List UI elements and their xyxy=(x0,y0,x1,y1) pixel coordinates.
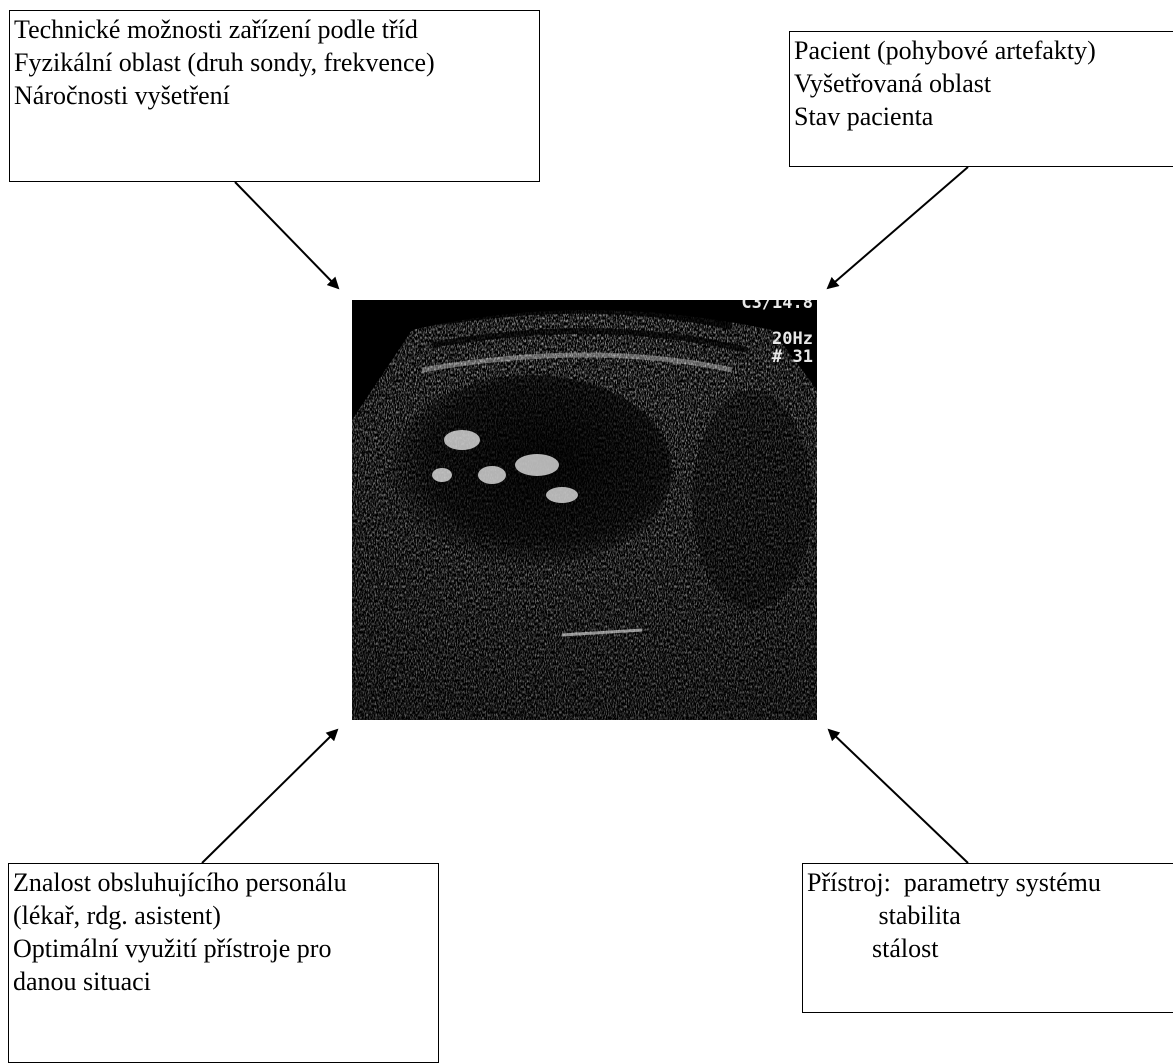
box-staff-knowledge: Znalost obsluhujícího personálu (lékař, … xyxy=(8,863,439,1063)
box-line: Technické možnosti zařízení podle tříd xyxy=(14,13,535,46)
box-line: danou situaci xyxy=(13,965,434,998)
arrow-bottom-left xyxy=(202,730,337,863)
box-line: Vyšetřovaná oblast xyxy=(794,67,1173,100)
box-line: Fyzikální oblast (druh sondy, frekvence) xyxy=(14,46,535,79)
box-line: stálost xyxy=(807,932,1173,965)
ultrasound-scan xyxy=(352,300,817,720)
box-line: Optimální využití přístroje pro xyxy=(13,932,434,965)
box-line: Náročnosti vyšetření xyxy=(14,79,535,112)
frequency-label: 20Hz xyxy=(772,330,813,348)
box-line: Pacient (pohybové artefakty) xyxy=(794,34,1173,67)
box-device-capabilities: Technické možnosti zařízení podle tříd F… xyxy=(9,10,540,182)
box-line: Přístroj: parametry systému xyxy=(807,866,1173,899)
arrow-top-left xyxy=(235,182,338,288)
box-device-parameters: Přístroj: parametry systému stabilita st… xyxy=(802,863,1173,1013)
box-patient-factors: Pacient (pohybové artefakty) Vyšetřovaná… xyxy=(789,31,1173,167)
arrow-bottom-right xyxy=(829,730,968,863)
frame-label: # 31 xyxy=(772,348,813,366)
arrow-top-right xyxy=(828,167,968,288)
probe-label: C3/14.8 xyxy=(741,300,813,312)
box-line: stabilita xyxy=(807,899,1173,932)
box-line: Stav pacienta xyxy=(794,100,1173,133)
box-line: Znalost obsluhujícího personálu xyxy=(13,866,434,899)
box-line: (lékař, rdg. asistent) xyxy=(13,899,434,932)
ultrasound-image: C3/14.8 20Hz # 31 xyxy=(352,300,817,720)
